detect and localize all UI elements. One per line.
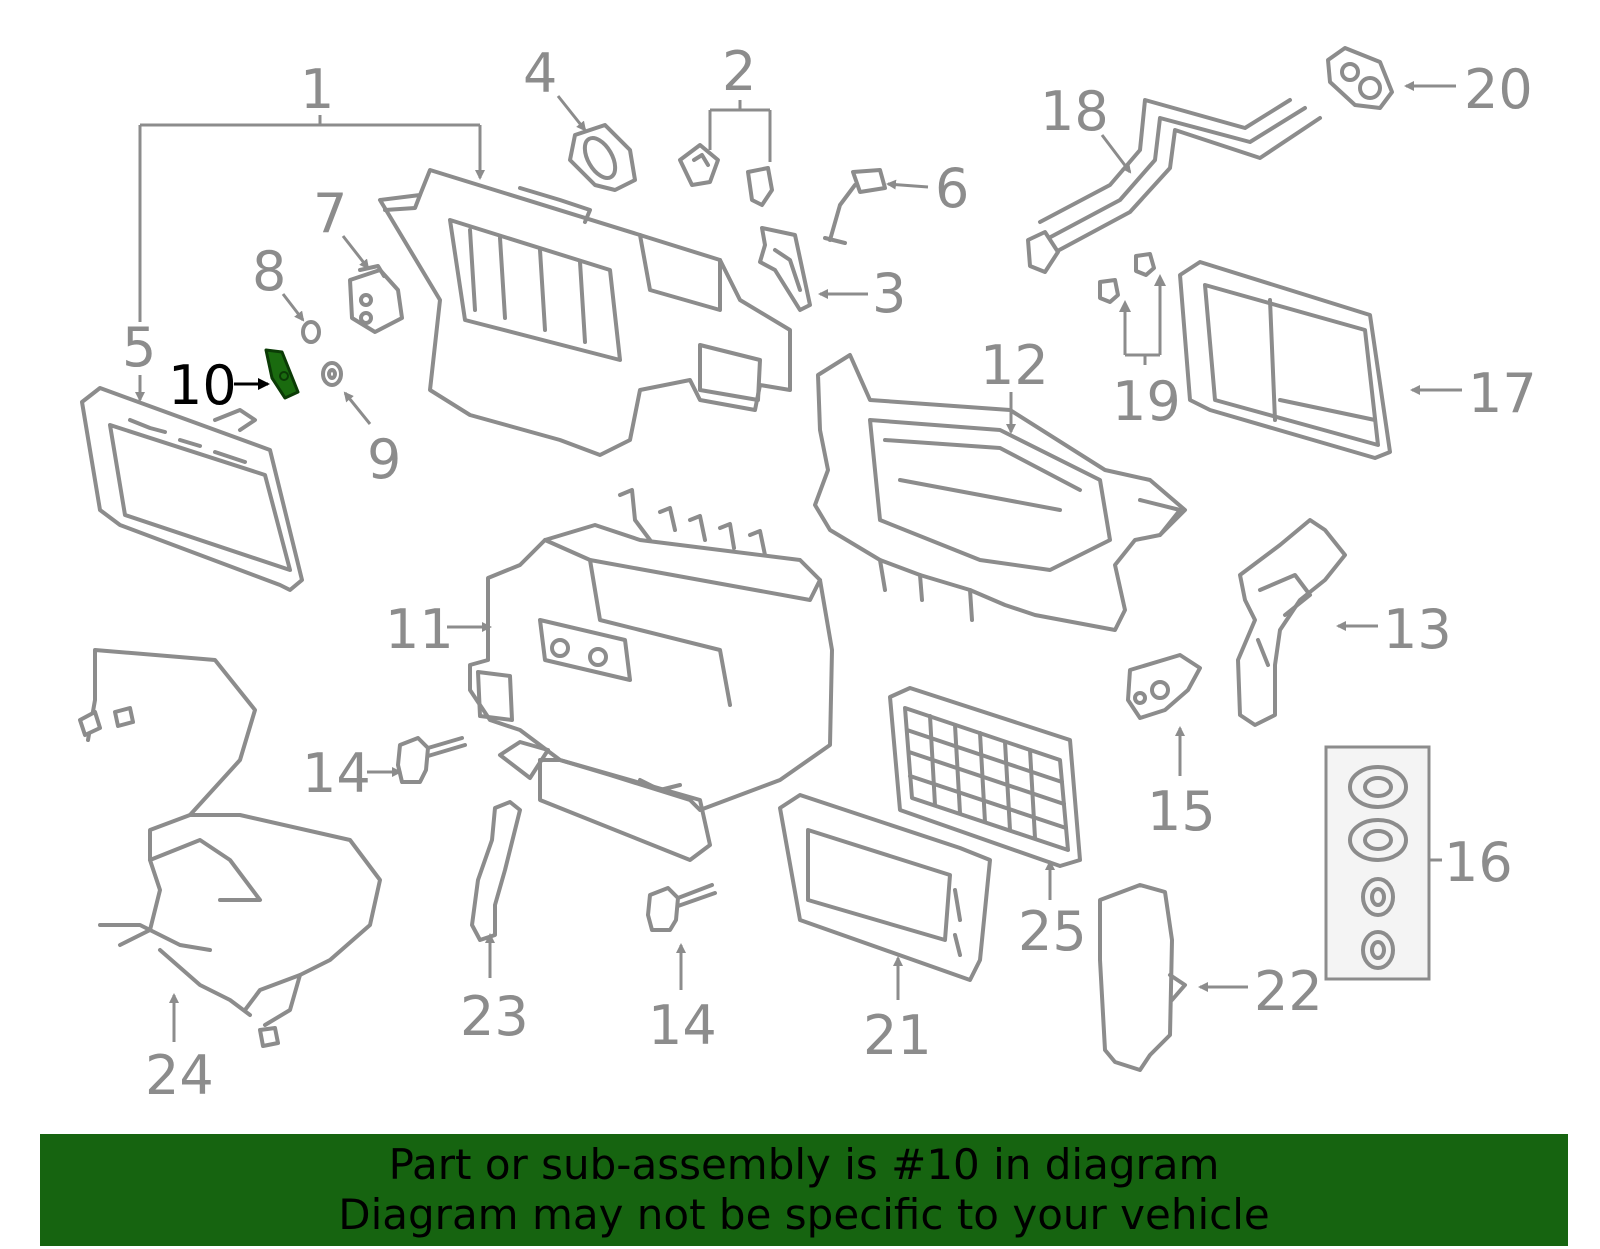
part-17-heater-core[interactable] [1178, 260, 1392, 460]
part-22-module[interactable] [1098, 883, 1187, 1072]
part-8-o-ring[interactable] [301, 320, 321, 344]
part-14-actuator-upper[interactable] [396, 736, 467, 784]
callout-10-highlighted[interactable]: 10 [168, 354, 237, 417]
callout-2[interactable]: 2 [722, 40, 756, 103]
callout-23[interactable]: 23 [460, 985, 529, 1048]
info-banner: Part or sub-assembly is #10 in diagram D… [40, 1134, 1568, 1246]
callout-5[interactable]: 5 [122, 316, 156, 379]
part-10-highlighted[interactable] [264, 348, 300, 400]
part-2-clips[interactable] [678, 143, 774, 207]
part-7-expansion-valve[interactable] [348, 264, 404, 334]
callout-14-lower[interactable]: 14 [648, 994, 717, 1057]
callout-17[interactable]: 17 [1468, 362, 1537, 425]
callout-8[interactable]: 8 [252, 240, 286, 303]
part-24-wiring[interactable] [78, 648, 382, 1048]
callout-6[interactable]: 6 [935, 157, 969, 220]
callout-13[interactable]: 13 [1383, 598, 1452, 661]
callout-9[interactable]: 9 [367, 428, 401, 491]
callout-15[interactable]: 15 [1147, 780, 1216, 843]
callout-24[interactable]: 24 [145, 1044, 214, 1107]
part-21-filter-frame[interactable] [778, 793, 992, 982]
callout-22[interactable]: 22 [1254, 960, 1323, 1023]
part-14-actuator-lower[interactable] [646, 883, 717, 932]
part-3-bracket[interactable] [758, 226, 812, 312]
part-23-duct[interactable] [470, 800, 522, 942]
banner-line-disclaimer: Diagram may not be specific to your vehi… [338, 1190, 1270, 1239]
callout-3[interactable]: 3 [872, 262, 906, 325]
callout-12[interactable]: 12 [980, 334, 1049, 397]
callout-4[interactable]: 4 [523, 42, 557, 105]
part-19-clips[interactable] [1098, 252, 1156, 304]
callout-20[interactable]: 20 [1464, 58, 1533, 121]
callout-11[interactable]: 11 [385, 598, 454, 661]
part-20-gasket[interactable] [1326, 46, 1394, 110]
part-6-sensor[interactable] [823, 168, 887, 245]
callout-21[interactable]: 21 [863, 1004, 932, 1067]
part-4-actuator[interactable] [568, 123, 637, 192]
part-1-upper-housing[interactable] [378, 168, 792, 457]
part-25-cabin-filter[interactable] [888, 686, 1082, 868]
part-16-seal-kit[interactable] [1324, 745, 1442, 981]
callout-16[interactable]: 16 [1444, 831, 1513, 894]
part-12-duct[interactable] [813, 353, 1187, 632]
part-18-pipes[interactable] [1026, 98, 1322, 274]
part-9-o-ring[interactable] [321, 361, 343, 387]
part-13-small-duct[interactable] [1236, 518, 1347, 727]
callout-14-upper[interactable]: 14 [302, 742, 371, 805]
banner-line-part: Part or sub-assembly is #10 in diagram [388, 1140, 1220, 1189]
part-11-lower-housing[interactable] [468, 488, 834, 862]
callout-labels: 1 2 3 4 5 6 7 8 9 10 11 12 13 14 14 15 1… [122, 40, 1537, 1107]
callout-7[interactable]: 7 [313, 182, 347, 245]
part-5-evaporator[interactable] [80, 386, 304, 592]
callout-25[interactable]: 25 [1018, 900, 1087, 963]
part-15-motor[interactable] [1126, 653, 1202, 720]
callout-1[interactable]: 1 [300, 58, 334, 121]
callout-19[interactable]: 19 [1112, 370, 1181, 433]
callout-18[interactable]: 18 [1040, 80, 1109, 143]
leader-lines [135, 81, 1462, 1042]
